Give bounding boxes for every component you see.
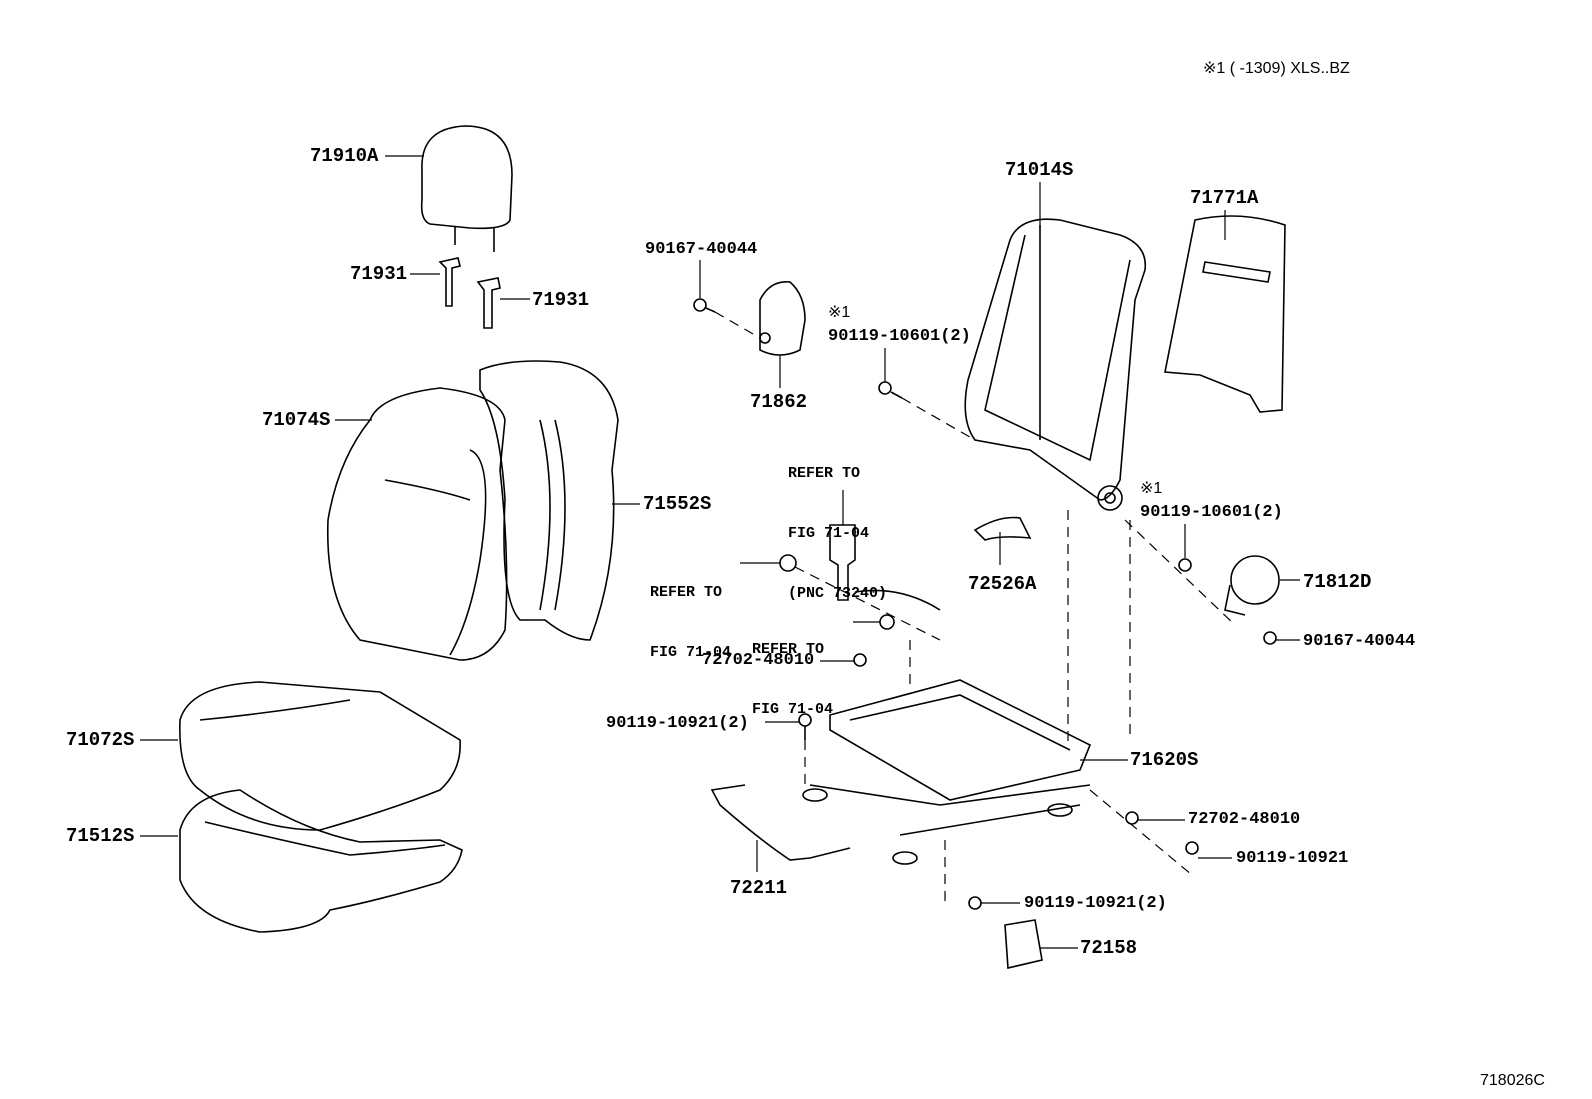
ref-line: REFER TO — [752, 641, 825, 658]
seat-track-part — [802, 679, 1092, 865]
part-label-90119-10601[interactable]: 90119-10601(2) — [1140, 503, 1283, 522]
part-label-71512S[interactable]: 71512S — [66, 825, 135, 847]
part-label-90167-40044[interactable]: 90167-40044 — [1303, 632, 1416, 651]
headrest-part — [420, 125, 513, 252]
bolt-90167-lower — [1263, 631, 1277, 645]
ref-line: FIG 71-04 — [752, 701, 834, 718]
applicability-note: ※1 ( -1309) XLS..BZ — [1203, 60, 1350, 77]
part-label-71074S[interactable]: 71074S — [262, 409, 331, 431]
ref-line: FIG 71-04 — [650, 644, 732, 661]
ref-line: REFER TO — [788, 465, 861, 482]
part-label-72158[interactable]: 72158 — [1080, 937, 1138, 959]
recliner-cover-part — [1224, 555, 1280, 616]
part-label-71910A[interactable]: 71910A — [310, 145, 379, 167]
part-label-71552S[interactable]: 71552S — [643, 493, 712, 515]
part-label-90119-10601[interactable]: 90119-10601(2) — [828, 327, 971, 346]
part-label-90167-40044[interactable]: 90167-40044 — [645, 240, 758, 259]
figure-id: 718026C — [1480, 1072, 1545, 1089]
part-label-90119-10921[interactable]: 90119-10921 — [1236, 849, 1349, 868]
bolt-72702-upper — [853, 653, 867, 667]
remark-mark: ※1 — [828, 304, 851, 321]
remark-mark: ※1 — [1140, 480, 1163, 497]
bolt-90119-10601-lower — [1178, 558, 1192, 572]
ref-line: REFER TO — [650, 584, 723, 601]
leader-lines — [140, 155, 1300, 949]
part-label-71862[interactable]: 71862 — [750, 391, 808, 413]
part-label-72702-48010[interactable]: 72702-48010 — [702, 651, 815, 670]
seatback-cover-part — [326, 387, 508, 661]
seat-cushion-pad-part — [179, 789, 463, 933]
part-label-72211[interactable]: 72211 — [730, 877, 788, 899]
part-label-71014S[interactable]: 71014S — [1005, 159, 1074, 181]
part-label-72526A[interactable]: 72526A — [968, 573, 1037, 595]
part-label-71812D[interactable]: 71812D — [1303, 571, 1372, 593]
part-label-90119-10921[interactable]: 90119-10921(2) — [606, 714, 749, 733]
lever-part — [973, 516, 1032, 541]
dashed-lines — [714, 311, 1236, 905]
part-label-71931[interactable]: 71931 — [350, 263, 408, 285]
ref-line: FIG 71-04 — [788, 525, 870, 542]
figure-reference[interactable]: REFER TO FIG 71-04 — [650, 543, 731, 683]
ref-line: (PNC 73240) — [788, 585, 888, 602]
seat-cushion-cover-part — [179, 681, 461, 831]
part-label-90119-10921[interactable]: 90119-10921(2) — [1024, 894, 1167, 913]
seatbelt-reference[interactable]: REFER TO FIG 71-04 (PNC 73240) — [788, 424, 887, 624]
bolt-90119-10921-left — [798, 713, 812, 740]
part-label-71072S[interactable]: 71072S — [66, 729, 135, 751]
bolt-90119-10921-right — [1185, 841, 1199, 855]
bolt-90119-10921-bottom — [968, 896, 982, 910]
part-label-71931[interactable]: 71931 — [532, 289, 590, 311]
inner-cover-part — [759, 281, 806, 356]
bolt-90167-top — [693, 298, 716, 313]
headrest-guide-parts — [438, 257, 501, 329]
bolt-72702-lower — [1125, 811, 1139, 825]
figure-reference[interactable]: REFER TO FIG 71-04 — [752, 600, 833, 740]
bolt-90119-10601-upper — [878, 381, 903, 399]
seatback-pad-part — [479, 360, 619, 641]
cover-72158-part — [1004, 919, 1043, 969]
part-label-72702-48010[interactable]: 72702-48010 — [1188, 810, 1301, 829]
wire-part — [710, 784, 851, 861]
seatback-board-part — [1164, 215, 1286, 413]
part-label-71771A[interactable]: 71771A — [1190, 187, 1259, 209]
part-label-71620S[interactable]: 71620S — [1130, 749, 1199, 771]
seatback-frame-part — [964, 218, 1147, 511]
